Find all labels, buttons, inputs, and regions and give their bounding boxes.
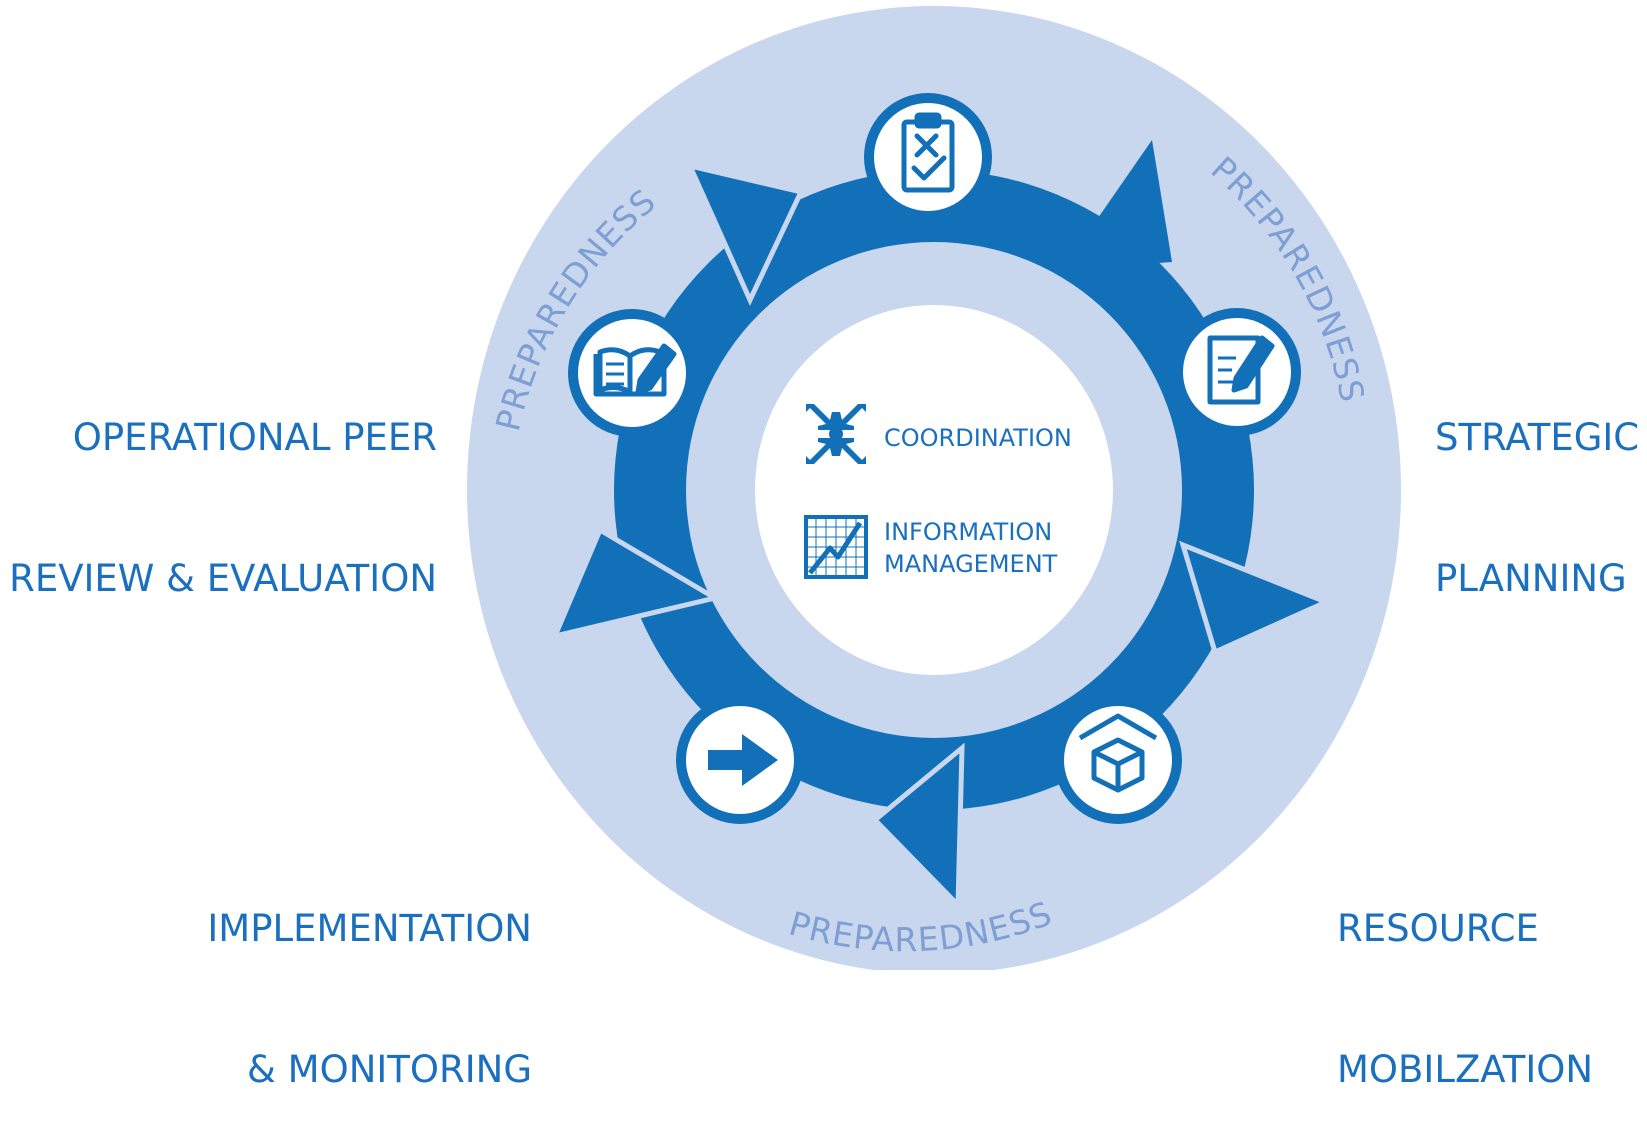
chart-icon — [804, 515, 868, 579]
arrow-right-icon — [708, 734, 778, 786]
stage-label-implementation-monitoring: IMPLEMENTATION & MONITORING — [207, 907, 532, 1091]
node-right — [1173, 308, 1301, 436]
stage-label-resource-mobilization: RESOURCE MOBILZATION — [1337, 907, 1594, 1091]
information-label-line2: MANAGEMENT — [884, 550, 1058, 578]
stage-label-peer-review: OPERATIONAL PEER REVIEW & EVALUATION — [9, 416, 437, 600]
node-bottom-left — [676, 696, 804, 824]
center-circle — [755, 305, 1113, 675]
preparedness-cycle-diagram: PREPAREDNESS PREPAREDNESS PREPAREDNESS — [467, 6, 1401, 970]
open-box-icon — [1078, 713, 1158, 793]
arrowhead-bottom — [871, 742, 965, 911]
arrowhead-right — [1179, 540, 1333, 656]
converging-arrows-icon — [806, 404, 866, 464]
stage-label-strategic-planning: STRATEGIC PLANNING — [1435, 416, 1640, 600]
node-left — [568, 309, 696, 437]
information-label-line1: INFORMATION — [884, 518, 1052, 546]
clipboard-checklist-icon — [901, 112, 955, 193]
arrowhead-left — [550, 526, 722, 640]
book-pencil-icon — [593, 343, 677, 397]
node-bottom-right — [1054, 696, 1182, 824]
document-pencil-icon — [1207, 335, 1275, 405]
arrowhead-top-right — [1062, 140, 1172, 270]
arrowhead-top-left — [685, 162, 805, 306]
node-top — [864, 93, 992, 221]
coordination-label: COORDINATION — [884, 424, 1072, 452]
